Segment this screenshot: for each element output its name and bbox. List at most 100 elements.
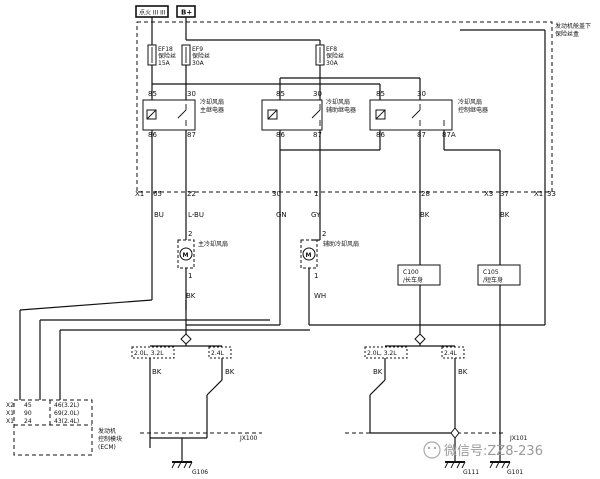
svg-text:BK: BK [186, 292, 196, 300]
svg-text:46(3.2L): 46(3.2L) [54, 402, 79, 409]
relay-main: 85 30 86 87 冷却风扇 主继电器 [142, 90, 224, 139]
svg-text:2.4L: 2.4L [444, 350, 458, 357]
svg-text:33: 33 [547, 190, 556, 198]
svg-text:EF8: EF8 [326, 46, 337, 53]
svg-text:G111: G111 [463, 469, 479, 476]
svg-text:控制继电器: 控制继电器 [458, 106, 488, 114]
svg-text:BU: BU [154, 211, 164, 219]
svg-text:30: 30 [313, 90, 322, 98]
svg-text:控制模块: 控制模块 [98, 435, 122, 443]
svg-text:85: 85 [376, 90, 385, 98]
svg-text:86: 86 [276, 131, 285, 139]
svg-text:保险丝: 保险丝 [158, 52, 176, 60]
ecm-module [13, 399, 93, 456]
fuse-ef8: EF8 保险丝 30A [315, 44, 344, 67]
svg-text:X1: X1 [135, 190, 144, 198]
svg-text:保险丝: 保险丝 [192, 52, 210, 60]
ground-g106: G106 [171, 461, 208, 476]
svg-text:保险丝: 保险丝 [326, 52, 344, 60]
svg-text:1: 1 [188, 272, 192, 280]
svg-text:30A: 30A [192, 60, 205, 67]
svg-text:2.0L, 3.2L: 2.0L, 3.2L [134, 350, 164, 357]
underhood-label-2: 保险丝盒 [555, 30, 579, 38]
svg-text:GY: GY [311, 211, 321, 219]
svg-text:1: 1 [314, 272, 318, 280]
svg-text:43(2.4L): 43(2.4L) [54, 418, 79, 425]
svg-text:/长车身: /长车身 [403, 276, 423, 284]
svg-text:45: 45 [24, 402, 32, 409]
svg-text:BK: BK [500, 211, 510, 219]
svg-text:C100: C100 [403, 269, 419, 276]
svg-text:87: 87 [313, 131, 322, 139]
splice-diamond-right [414, 333, 426, 345]
svg-text:C105: C105 [483, 269, 499, 276]
svg-text:BK: BK [373, 368, 383, 376]
svg-text:X1: X1 [534, 190, 543, 198]
battery-input: B+ [176, 5, 196, 18]
svg-text:X1: X1 [6, 410, 14, 417]
ignition-input: 点火 III III [135, 5, 169, 18]
connector-c105: C105 /短车身 [477, 264, 521, 286]
svg-text:90: 90 [24, 410, 32, 417]
svg-text:65: 65 [153, 190, 162, 198]
ground-g101: G101 [489, 461, 523, 476]
battery-label: B+ [181, 9, 192, 17]
motor-icon: M [306, 252, 312, 259]
svg-text:2.0L, 3.2L: 2.0L, 3.2L [367, 350, 397, 357]
svg-text:冷却风扇: 冷却风扇 [200, 98, 224, 106]
auxiliary-cooling-fan: 2 M 辅助冷却风扇 1 WH [300, 230, 359, 300]
svg-text:X2: X2 [6, 402, 14, 409]
ignition-label: 点火 III III [139, 9, 166, 17]
svg-text:JX101: JX101 [509, 435, 528, 442]
fuse-ef18: EF18 保险丝 15A [147, 44, 176, 67]
svg-text:辅助冷却风扇: 辅助冷却风扇 [323, 240, 359, 248]
ground-g111: G111 [444, 461, 479, 476]
svg-text:86: 86 [148, 131, 157, 139]
svg-text:BK: BK [458, 368, 468, 376]
svg-text:EF9: EF9 [192, 46, 203, 53]
svg-text:JX100: JX100 [239, 435, 258, 442]
svg-text:2.4L: 2.4L [211, 350, 225, 357]
svg-text:X3: X3 [484, 190, 493, 198]
svg-text:37: 37 [500, 190, 509, 198]
svg-text:2: 2 [188, 230, 192, 238]
svg-text:85: 85 [276, 90, 285, 98]
svg-text:24: 24 [24, 418, 32, 425]
underhood-label-1: 发动机舱盖下 [555, 22, 591, 30]
svg-text:30: 30 [272, 190, 281, 198]
underhood-fuse-box-outline [136, 21, 553, 193]
svg-text:G101: G101 [507, 469, 523, 476]
svg-text:X1: X1 [6, 418, 14, 425]
svg-text:15A: 15A [158, 60, 171, 67]
svg-text:辅助继电器: 辅助继电器 [326, 106, 356, 114]
svg-text:/短车身: /短车身 [483, 276, 503, 284]
svg-text:87A: 87A [442, 131, 456, 139]
svg-text:87: 87 [187, 131, 196, 139]
svg-text:主冷却风扇: 主冷却风扇 [198, 240, 228, 248]
svg-text:30: 30 [187, 90, 196, 98]
svg-text:BK: BK [225, 368, 235, 376]
svg-text:冷却风扇: 冷却风扇 [458, 98, 482, 106]
svg-text:L-BU: L-BU [188, 211, 204, 219]
svg-text:86: 86 [376, 131, 385, 139]
svg-text:30A: 30A [326, 60, 339, 67]
svg-text:冷却风扇: 冷却风扇 [326, 98, 350, 106]
svg-text:(ECM): (ECM) [98, 444, 116, 451]
svg-text:2: 2 [322, 230, 326, 238]
motor-icon: M [183, 252, 189, 259]
svg-text:22: 22 [187, 190, 196, 198]
relay-auxiliary: 85 30 86 87 冷却风扇 辅助继电器 [261, 90, 356, 139]
main-cooling-fan: 2 M 主冷却风扇 1 BK [177, 230, 228, 300]
svg-text:BK: BK [420, 211, 430, 219]
svg-text:发动机: 发动机 [98, 427, 116, 435]
svg-text:69(2.0L): 69(2.0L) [54, 410, 79, 417]
svg-text:GN: GN [276, 211, 287, 219]
svg-text:EF18: EF18 [158, 46, 173, 53]
relay-control: 85 30 86 87 87A 冷却风扇 控制继电器 [369, 90, 488, 139]
svg-text:BK: BK [152, 368, 162, 376]
svg-text:1: 1 [314, 190, 318, 198]
svg-text:87: 87 [417, 131, 426, 139]
svg-text:微信号:ZZ8-236: 微信号:ZZ8-236 [444, 444, 543, 459]
svg-text:30: 30 [417, 90, 426, 98]
